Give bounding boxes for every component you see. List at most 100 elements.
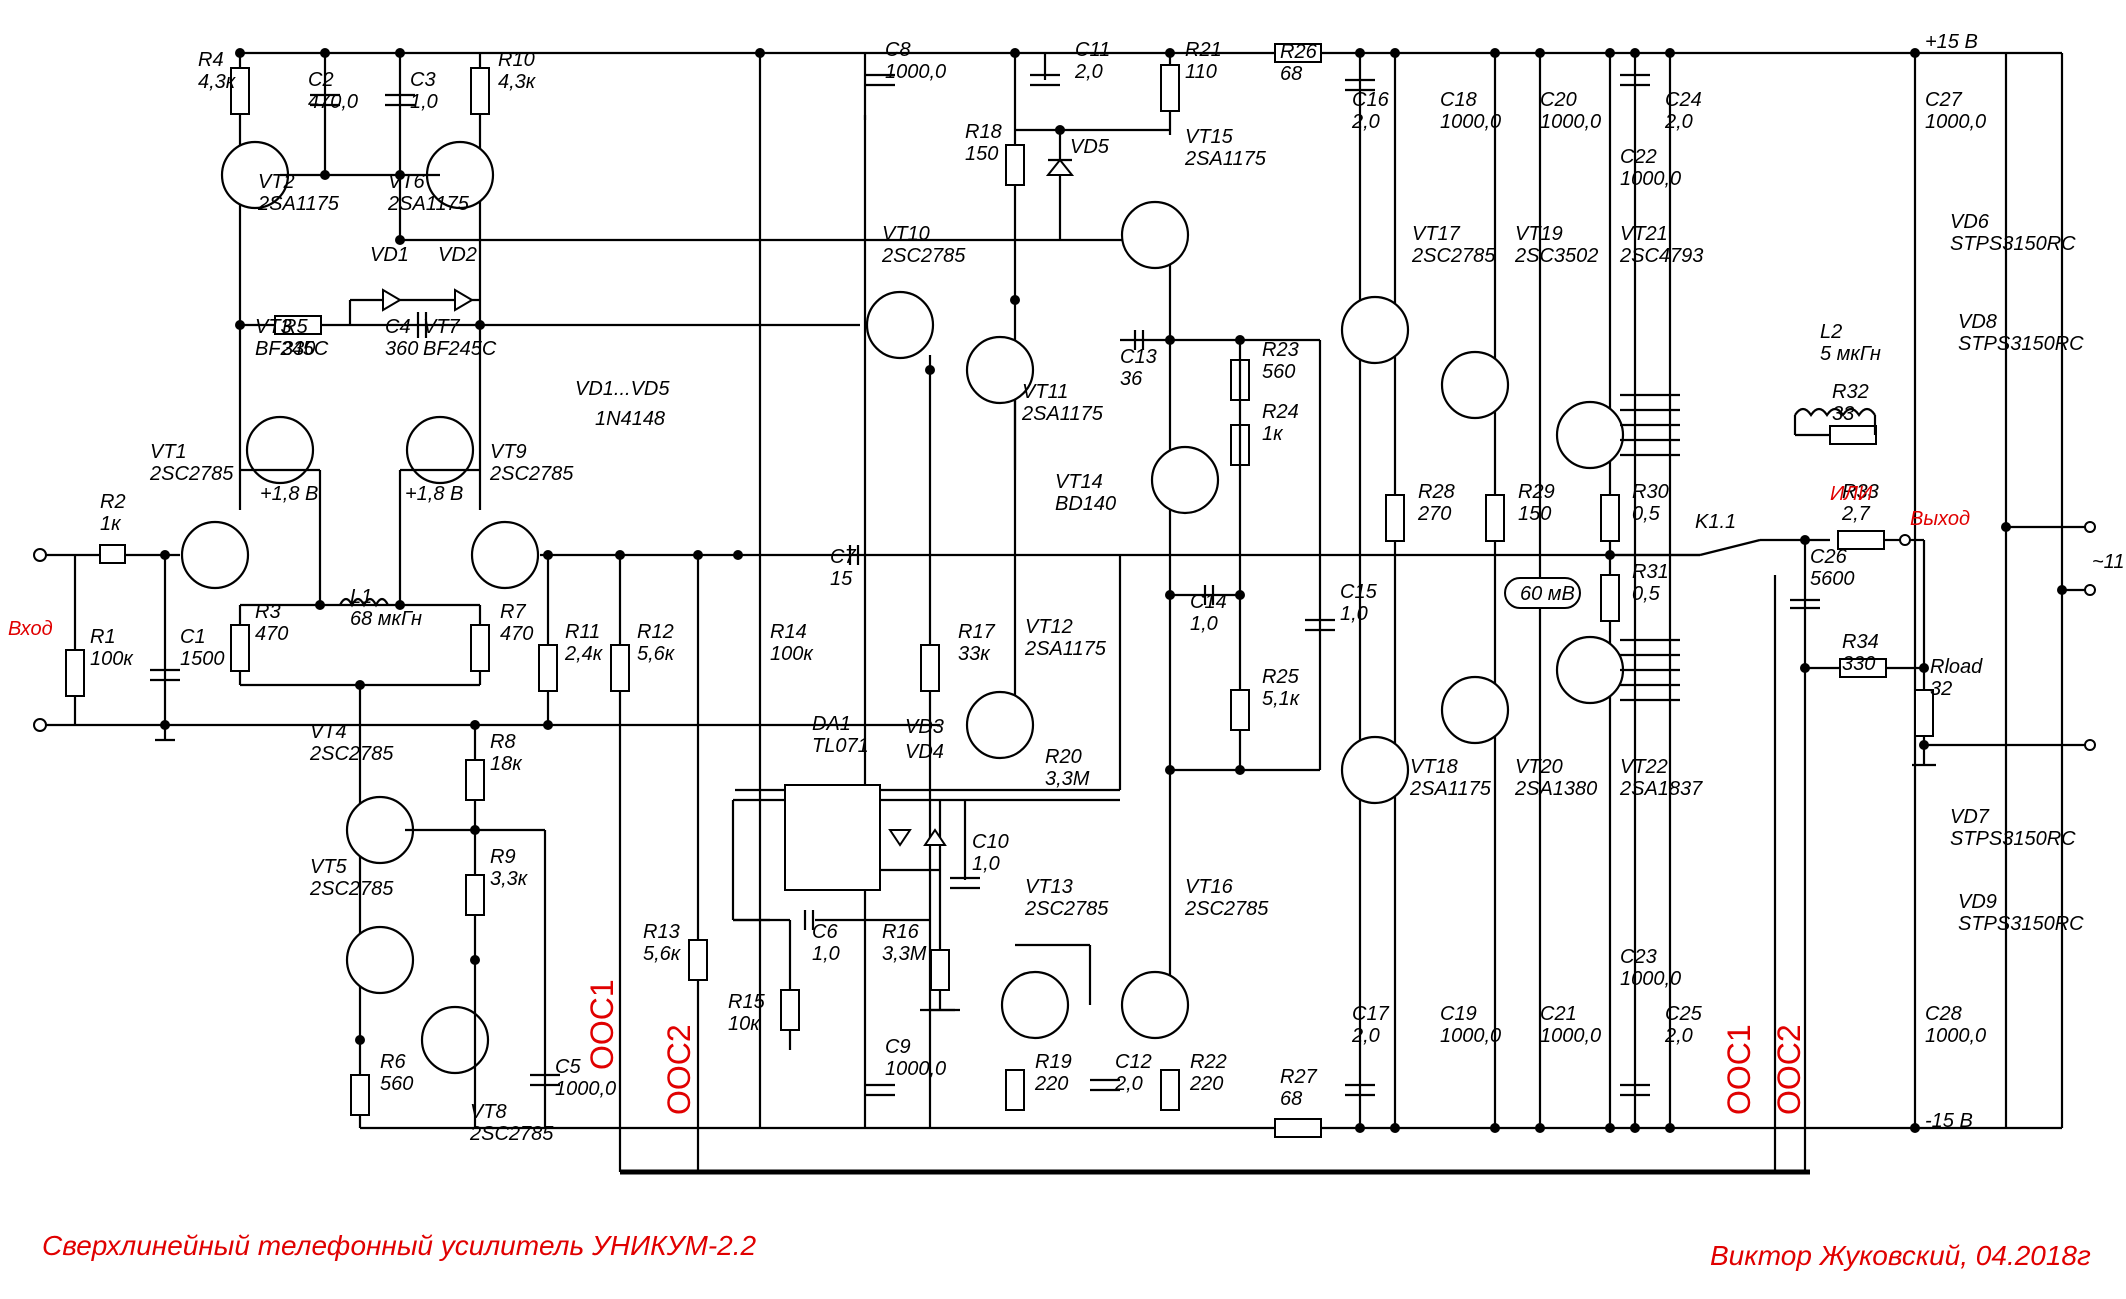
component-value-c19: 1000,0: [1440, 1025, 1501, 1047]
component-value-r21: 110: [1185, 61, 1217, 83]
component-ref-r22: R22: [1190, 1051, 1227, 1073]
component-value-vt2: 2SA1175: [257, 193, 340, 215]
component-value-vt3_v: +1,8 В: [260, 483, 318, 505]
component-value-c1: 1500: [180, 648, 225, 670]
component-value-r2: 1к: [100, 513, 122, 535]
component-ref-r34: R34: [1842, 631, 1879, 653]
component-value-c27: 1000,0: [1925, 111, 1986, 133]
component-ref-c24: C24: [1665, 89, 1702, 111]
component-ref-vt6: VT6: [388, 171, 426, 193]
component-value-c8: 1000,0: [885, 61, 946, 83]
component-value-l1: 68 мкГн: [350, 608, 422, 630]
component-ref-vd2: VD2: [438, 244, 477, 266]
component-ref-vt13: VT13: [1025, 876, 1073, 898]
component-value-vt12: 2SA1175: [1024, 638, 1107, 660]
component-value-r25: 5,1к: [1262, 688, 1301, 710]
component-ref-vt18: VT18: [1410, 756, 1458, 778]
component-value-r19: 220: [1034, 1073, 1068, 1095]
component-ref-l2: L2: [1820, 321, 1842, 343]
component-ref-c10: C10: [972, 831, 1009, 853]
component-value-c28: 1000,0: [1925, 1025, 1986, 1047]
component-ref-vt12: VT12: [1025, 616, 1073, 638]
component-value-vt19: 2SC3502: [1514, 245, 1598, 267]
component-value-c15: 1,0: [1340, 603, 1368, 625]
component-value-r3: 470: [255, 623, 288, 645]
component-value-vt14: BD140: [1055, 493, 1116, 515]
component-ref-vt10: VT10: [882, 223, 930, 245]
component-ref-vt22: VT22: [1620, 756, 1668, 778]
rail-ac-label: ~11 В: [2092, 551, 2126, 573]
component-value-r7: 470: [500, 623, 533, 645]
component-value-r29: 150: [1518, 503, 1551, 525]
component-value-r16: 3,3М: [882, 943, 927, 965]
component-value-c20: 1000,0: [1540, 111, 1601, 133]
component-value-c4: 360: [385, 338, 418, 360]
component-ref-l1: L1: [350, 586, 372, 608]
component-ref-r13: R13: [643, 921, 680, 943]
component-ref-vt8: VT8: [470, 1101, 507, 1123]
component-ref-c3: C3: [410, 69, 436, 91]
component-ref-r31: R31: [1632, 561, 1669, 583]
component-ref-r33: R33: [1842, 481, 1879, 503]
vas-driver: [731, 43, 1335, 1138]
component-value-c13: 36: [1120, 368, 1143, 390]
ooc1-right: ООС1: [1721, 1024, 1757, 1115]
component-value-c23: 1000,0: [1620, 968, 1681, 990]
component-ref-r30: R30: [1632, 481, 1669, 503]
component-ref-vt2: VT2: [258, 171, 295, 193]
author-credit: Виктор Жуковский, 04.2018г: [1710, 1240, 2091, 1271]
component-value-r6: 560: [380, 1073, 413, 1095]
component-value-r1: 100к: [90, 648, 134, 670]
component-value-c10: 1,0: [972, 853, 1000, 875]
component-ref-c14: C14: [1190, 591, 1227, 613]
component-ref-r17: R17: [958, 621, 996, 643]
component-ref-vt4: VT4: [310, 721, 347, 743]
component-value-c26: 5600: [1810, 568, 1855, 590]
component-value-r4: 4,3к: [198, 71, 237, 93]
component-ref-r12: R12: [637, 621, 674, 643]
rail-pos-label: +15 В: [1925, 31, 1978, 53]
component-value-vt21: 2SC4793: [1619, 245, 1703, 267]
component-value-c3: 1,0: [410, 91, 438, 113]
component-value-c16: 2,0: [1351, 111, 1380, 133]
component-ref-c28: C28: [1925, 1003, 1962, 1025]
component-value-r22: 220: [1189, 1073, 1223, 1095]
input-stage: [33, 48, 1700, 1172]
rail-neg-label: -15 В: [1925, 1110, 1973, 1132]
component-value-vt9: 2SC2785: [489, 463, 574, 485]
component-value-r33: 2,7: [1841, 503, 1871, 525]
component-ref-c26: C26: [1810, 546, 1848, 568]
component-value-l2: 5 мкГн: [1820, 343, 1881, 365]
component-ref-c8: C8: [885, 39, 911, 61]
component-value-c22: 1000,0: [1620, 168, 1681, 190]
schematic-title: Сверхлинейный телефонный усилитель УНИКУ…: [42, 1230, 757, 1261]
component-ref-r4: R4: [198, 49, 224, 71]
component-value-c5: 1000,0: [555, 1078, 616, 1100]
component-ref-vd9: VD9: [1958, 891, 1997, 913]
component-value-vd8: STPS3150RC: [1958, 333, 2084, 355]
component-ref-vd1: VD1: [370, 244, 409, 266]
component-ref-r14: R14: [770, 621, 807, 643]
component-value-c18: 1000,0: [1440, 111, 1501, 133]
component-ref-r11: R11: [565, 621, 600, 643]
component-value-r14: 100к: [770, 643, 814, 665]
component-value-r9: 3,3к: [490, 868, 529, 890]
component-value-vd9: STPS3150RC: [1958, 913, 2084, 935]
component-ref-c12: C12: [1115, 1051, 1152, 1073]
component-value-vt5: 2SC2785: [309, 878, 394, 900]
component-ref-r8: R8: [490, 731, 516, 753]
component-ref-c11: C11: [1075, 39, 1110, 61]
component-value-r17: 33к: [958, 643, 991, 665]
component-ref-vt17: VT17: [1412, 223, 1461, 245]
component-value-c6: 1,0: [812, 943, 840, 965]
probe-label: 60 мВ: [1520, 583, 1575, 605]
component-ref-r23: R23: [1262, 339, 1299, 361]
component-ref-c27: C27: [1925, 89, 1963, 111]
component-ref-vt20: VT20: [1515, 756, 1563, 778]
component-value-vt7_v: +1,8 В: [405, 483, 463, 505]
component-value-r27: 68: [1280, 1088, 1302, 1110]
component-value-vt16: 2SC2785: [1184, 898, 1269, 920]
component-value-r18: 150: [965, 143, 998, 165]
component-ref-r21: R21: [1185, 39, 1222, 61]
